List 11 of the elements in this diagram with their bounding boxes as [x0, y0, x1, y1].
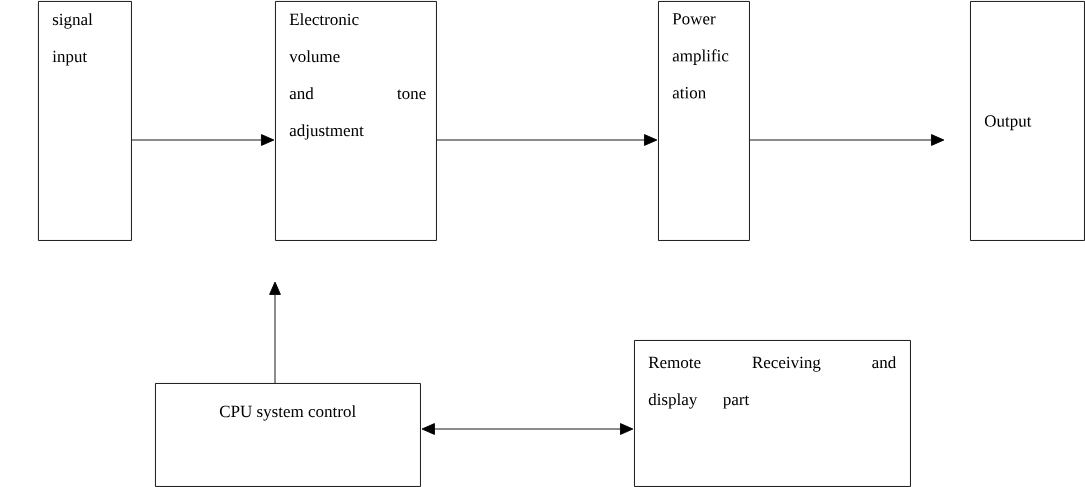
arrow: [131, 134, 275, 146]
arrow: [269, 281, 281, 384]
process-box: Remote Receiving and display part: [634, 340, 911, 487]
process-box: Electronic volume and tone adjustment: [275, 1, 437, 241]
process-box: signal input: [38, 1, 132, 241]
process-box: Power amplific ation: [658, 1, 750, 241]
process-box: Output: [970, 1, 1085, 241]
arrow: [436, 134, 658, 146]
arrow: [421, 423, 634, 435]
process-box: CPU system control: [155, 383, 421, 487]
arrow: [749, 134, 945, 146]
